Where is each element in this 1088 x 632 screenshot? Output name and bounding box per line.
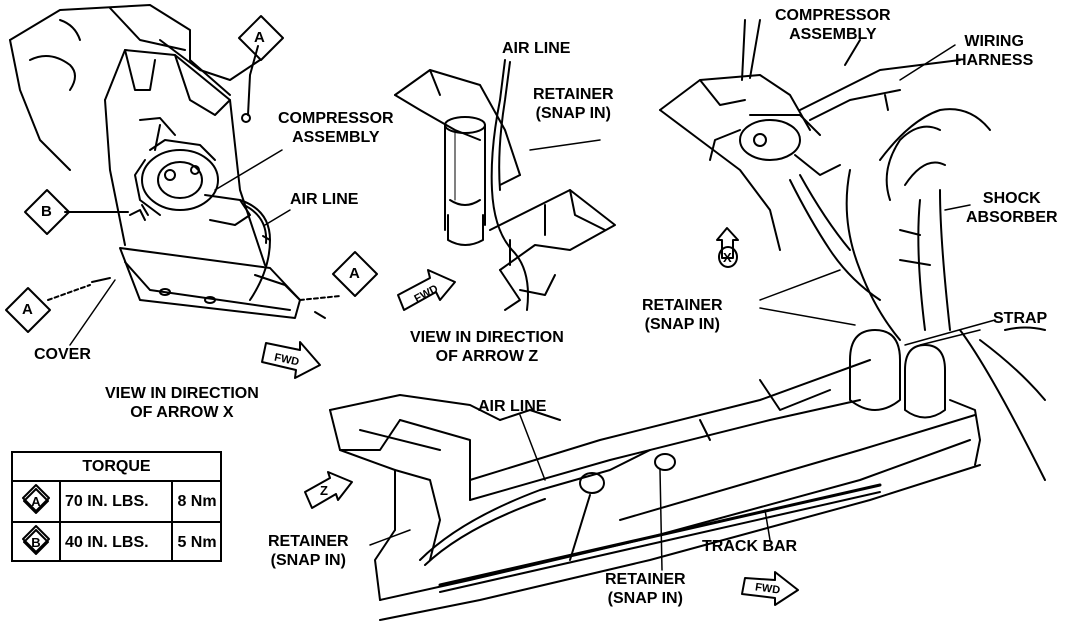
fwd-arrow-left-shape bbox=[261, 341, 321, 379]
torque-row-b: B 40 IN. LBS. 5 Nm bbox=[13, 521, 220, 562]
torque-imperial-b: 40 IN. LBS. bbox=[65, 534, 149, 551]
fwd-arrow-bottom-shape bbox=[741, 571, 799, 606]
torque-table-title: TORQUE bbox=[13, 453, 220, 482]
callout-diamonds bbox=[5, 15, 378, 333]
svg-text:A: A bbox=[31, 494, 41, 509]
torque-row-a: A 70 IN. LBS. 8 Nm bbox=[13, 482, 220, 521]
callout-a-right: A bbox=[349, 265, 360, 282]
label-retainer-top: RETAINER(SNAP IN) bbox=[533, 86, 614, 122]
arrow-z-letter: Z bbox=[320, 483, 328, 498]
callout-b-left: B bbox=[41, 203, 52, 220]
label-air-line-mid: AIR LINE bbox=[478, 398, 547, 415]
label-track-bar: TRACK BAR bbox=[702, 538, 798, 555]
diamond-b-icon: B bbox=[23, 529, 49, 555]
label-air-line-top: AIR LINE bbox=[502, 40, 571, 57]
callout-a-top: A bbox=[254, 29, 265, 46]
diamond-a-icon: A bbox=[23, 488, 49, 514]
label-retainer-bottom-mid: RETAINER(SNAP IN) bbox=[605, 571, 686, 607]
torque-imperial-a: 70 IN. LBS. bbox=[65, 493, 149, 510]
torque-symbol-cell: B bbox=[13, 523, 61, 562]
torque-diamonds bbox=[22, 484, 50, 553]
label-air-line-left: AIR LINE bbox=[290, 191, 359, 208]
arrow-x-letter: X bbox=[723, 250, 732, 265]
torque-table: TORQUE A 70 IN. LBS. 8 Nm B 40 IN. LBS. … bbox=[11, 451, 222, 562]
axle-drawing bbox=[304, 326, 1046, 621]
callout-a-left: A bbox=[22, 301, 33, 318]
torque-metric-a: 8 Nm bbox=[171, 482, 221, 521]
left-view-drawing bbox=[9, 4, 341, 346]
center-view-drawing bbox=[394, 59, 616, 311]
label-cover: COVER bbox=[34, 346, 91, 363]
right-view-drawing bbox=[659, 19, 996, 419]
label-retainer-mid: RETAINER(SNAP IN) bbox=[642, 297, 723, 333]
torque-metric-b: 5 Nm bbox=[171, 523, 221, 562]
fwd-arrow-bottom: FWD bbox=[754, 581, 781, 597]
torque-symbol-cell: A bbox=[13, 482, 61, 521]
label-strap: STRAP bbox=[993, 310, 1048, 327]
svg-text:B: B bbox=[31, 535, 40, 550]
label-retainer-bottom-left: RETAINER(SNAP IN) bbox=[268, 533, 349, 569]
fwd-arrow-center-shape bbox=[397, 269, 456, 311]
